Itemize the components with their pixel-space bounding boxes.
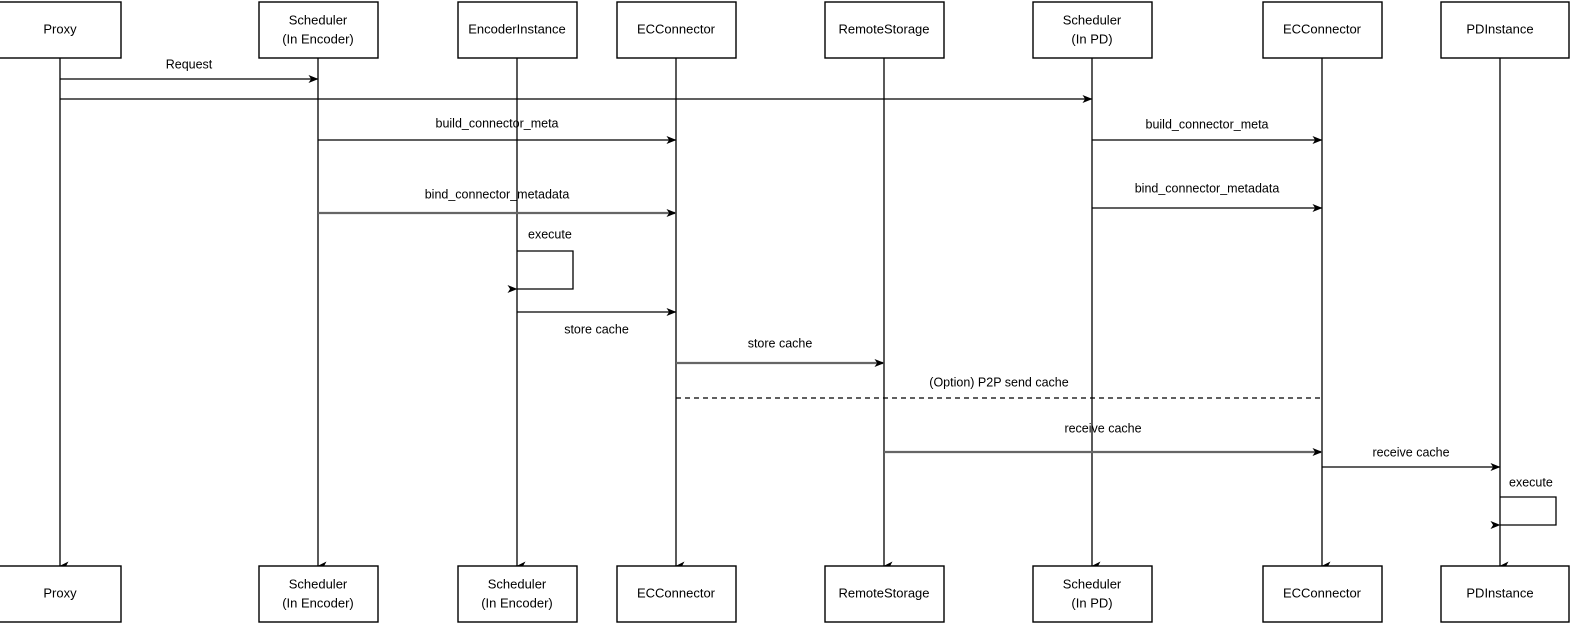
message-label: build_connector_meta — [1146, 117, 1269, 131]
participant-bottom-sched_enc[interactable]: Scheduler (In Encoder) — [258, 565, 379, 623]
participant-top-label: PDInstance — [1466, 21, 1533, 36]
message-label: receive cache — [1372, 445, 1449, 459]
self-message-label: execute — [1509, 475, 1553, 489]
participant-bottom-ec_conn_pd[interactable]: ECConnector — [1262, 565, 1383, 623]
self-message-label: execute — [528, 227, 572, 241]
participant-top-sched_enc[interactable]: Scheduler (In Encoder) — [258, 1, 379, 59]
participant-bottom-rect — [824, 565, 945, 623]
message-m4[interactable]: build_connector_meta — [1092, 117, 1323, 144]
self-message-path — [507, 250, 574, 293]
participant-top-label: Scheduler — [289, 12, 348, 27]
participant-bottom-sublabel: (In PD) — [1071, 595, 1112, 610]
participant-top-rect — [1262, 1, 1383, 59]
self-message-path — [1490, 496, 1557, 529]
message-m8[interactable]: store cache — [676, 336, 885, 367]
participant-top-sched_pd[interactable]: Scheduler (In PD) — [1032, 1, 1153, 59]
participant-bottom-label: Scheduler — [1063, 576, 1122, 591]
message-m1[interactable]: Request — [60, 57, 319, 83]
top-participant-boxes: Proxy Scheduler (In Encoder) EncoderInstanc… — [0, 1, 1570, 59]
message-m11[interactable]: receive cache — [1322, 445, 1501, 471]
participant-top-rect — [0, 1, 122, 59]
participant-bottom-label: ECConnector — [637, 585, 716, 600]
message-m7[interactable]: store cache — [517, 308, 677, 336]
participant-bottom-sublabel: (In Encoder) — [282, 595, 354, 610]
participant-top-label: EncoderInstance — [468, 21, 566, 36]
message-m3[interactable]: build_connector_meta — [318, 116, 677, 144]
self-message-s1[interactable]: execute — [507, 227, 574, 293]
participant-top-label: ECConnector — [1283, 21, 1362, 36]
participant-top-ec_conn_enc[interactable]: ECConnector — [616, 1, 737, 59]
participant-top-sublabel: (In Encoder) — [282, 31, 354, 46]
participant-top-label: ECConnector — [637, 21, 716, 36]
participant-top-label: RemoteStorage — [838, 21, 929, 36]
participant-top-proxy[interactable]: Proxy — [0, 1, 122, 59]
participant-bottom-label: PDInstance — [1466, 585, 1533, 600]
message-label: bind_connector_metadata — [425, 187, 570, 201]
participant-top-sublabel: (In PD) — [1071, 31, 1112, 46]
participant-top-encoder_inst[interactable]: EncoderInstance — [457, 1, 578, 59]
message-label: Request — [166, 57, 213, 71]
message-label: (Option) P2P send cache — [929, 375, 1068, 389]
participant-bottom-label: Proxy — [43, 585, 77, 600]
message-label: store cache — [748, 336, 813, 350]
participant-top-remote_store[interactable]: RemoteStorage — [824, 1, 945, 59]
participant-bottom-label: RemoteStorage — [838, 585, 929, 600]
self-messages-group: execute execute — [507, 227, 1557, 529]
message-m5[interactable]: bind_connector_metadata — [318, 187, 677, 217]
message-label: build_connector_meta — [436, 116, 559, 130]
participant-top-label: Proxy — [43, 21, 77, 36]
participant-bottom-remote_store[interactable]: RemoteStorage — [824, 565, 945, 623]
participant-bottom-ec_conn_enc[interactable]: ECConnector — [616, 565, 737, 623]
participant-top-rect — [457, 1, 578, 59]
message-m9[interactable]: (Option) P2P send cache — [676, 375, 1322, 399]
participant-top-rect — [1032, 1, 1153, 59]
message-m6[interactable]: bind_connector_metadata — [1092, 181, 1323, 212]
participant-bottom-label: ECConnector — [1283, 585, 1362, 600]
participant-bottom-label: Scheduler — [289, 576, 348, 591]
participant-bottom-encoder_inst[interactable]: Scheduler (In Encoder) — [457, 565, 578, 623]
participant-bottom-sublabel: (In Encoder) — [481, 595, 553, 610]
participant-bottom-rect — [0, 565, 122, 623]
participant-top-rect — [616, 1, 737, 59]
participant-bottom-pd_inst[interactable]: PDInstance — [1440, 565, 1570, 623]
participant-top-pd_inst[interactable]: PDInstance — [1440, 1, 1570, 59]
participant-bottom-rect — [1032, 565, 1153, 623]
message-label: store cache — [564, 322, 629, 336]
participant-bottom-rect — [1440, 565, 1570, 623]
lifelines-group — [59, 58, 1509, 571]
self-message-s2[interactable]: execute — [1490, 475, 1557, 529]
messages-group: Request build_connector_meta build_connect… — [60, 57, 1501, 471]
message-m10[interactable]: receive cache — [884, 421, 1323, 456]
participant-bottom-rect — [1262, 565, 1383, 623]
participant-bottom-proxy[interactable]: Proxy — [0, 565, 122, 623]
participant-bottom-rect — [258, 565, 379, 623]
participant-bottom-label: Scheduler — [488, 576, 547, 591]
participant-top-rect — [1440, 1, 1570, 59]
message-label: bind_connector_metadata — [1135, 181, 1280, 195]
participant-bottom-sched_pd[interactable]: Scheduler (In PD) — [1032, 565, 1153, 623]
participant-top-ec_conn_pd[interactable]: ECConnector — [1262, 1, 1383, 59]
participant-top-rect — [258, 1, 379, 59]
participant-top-rect — [824, 1, 945, 59]
participant-bottom-rect — [457, 565, 578, 623]
bottom-participant-boxes: Proxy Scheduler (In Encoder) Scheduler (In E… — [0, 565, 1570, 623]
message-label: receive cache — [1064, 421, 1141, 435]
participant-top-label: Scheduler — [1063, 12, 1122, 27]
participant-bottom-rect — [616, 565, 737, 623]
